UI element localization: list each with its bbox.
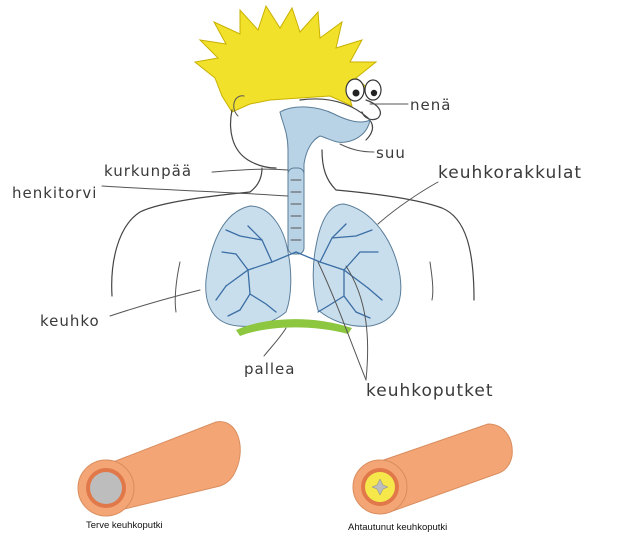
label-keuhko: keuhko [40,312,100,330]
label-keuhkoputket: keuhkoputket [366,381,493,401]
head-illustration [195,6,381,192]
label-kurkunpaa: kurkunpää [104,162,192,180]
trachea [288,168,304,254]
healthy-lumen [90,472,122,504]
label-pallea: pallea [244,360,295,378]
left-lung [206,206,291,326]
right-lung [313,204,401,326]
caption-healthy: Terve keuhkoputki [86,520,163,531]
label-suu: suu [376,144,406,162]
healthy-bronchus-illustration [78,422,240,516]
caption-narrowed: Ahtautunut keuhkoputki [348,522,447,533]
label-henkitorvi: henkitorvi [12,184,97,202]
label-nena: nenä [410,96,451,114]
label-keuhkorakkulat: keuhkorakkulat [438,163,582,183]
narrowed-bronchus-illustration [353,424,512,514]
